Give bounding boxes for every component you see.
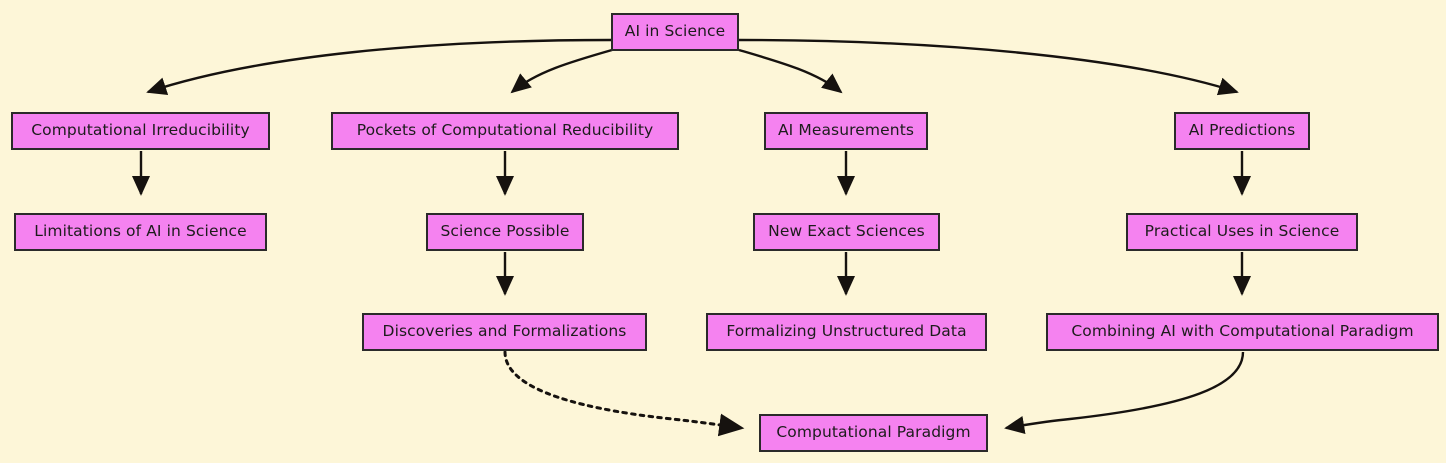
edge-discoveries-and-formalizations-to-computational-paradigm [503, 350, 745, 437]
edge-ai-in-science-to-ai-predictions [738, 38, 1239, 96]
node-label: AI in Science [624, 22, 726, 41]
node-label: Science Possible [440, 222, 570, 241]
node-label: Computational Irreducibility [31, 121, 250, 140]
node-computational-irreducibility[interactable]: Computational Irreducibility [11, 112, 270, 150]
node-combining-ai-with-computational-paradigm[interactable]: Combining AI with Computational Paradigm [1046, 313, 1439, 351]
node-label: New Exact Sciences [768, 222, 925, 241]
node-label: Practical Uses in Science [1144, 222, 1340, 241]
node-label: Limitations of AI in Science [34, 222, 247, 241]
node-pockets-of-computational-reducibility[interactable]: Pockets of Computational Reducibility [331, 112, 679, 150]
node-label: Combining AI with Computational Paradigm [1071, 322, 1414, 341]
node-label: Discoveries and Formalizations [382, 322, 627, 341]
node-label: Formalizing Unstructured Data [726, 322, 967, 341]
node-label: Computational Paradigm [776, 423, 971, 442]
node-new-exact-sciences[interactable]: New Exact Sciences [753, 213, 940, 251]
edge-combining-ai-with-computational-paradigm-to-computational-paradigm [1004, 351, 1245, 434]
node-discoveries-and-formalizations[interactable]: Discoveries and Formalizations [362, 313, 647, 351]
edge-ai-in-science-to-pockets-of-computational-reducibility [510, 48, 613, 94]
edge-ai-in-science-to-computational-irreducibility [146, 38, 612, 95]
node-label: AI Predictions [1188, 121, 1296, 140]
node-computational-paradigm[interactable]: Computational Paradigm [759, 414, 988, 452]
node-ai-measurements[interactable]: AI Measurements [764, 112, 928, 150]
node-science-possible[interactable]: Science Possible [426, 213, 584, 251]
node-formalizing-unstructured-data[interactable]: Formalizing Unstructured Data [706, 313, 987, 351]
node-practical-uses-in-science[interactable]: Practical Uses in Science [1126, 213, 1358, 251]
node-limitations-of-ai-in-science[interactable]: Limitations of AI in Science [14, 213, 267, 251]
node-ai-predictions[interactable]: AI Predictions [1174, 112, 1310, 150]
node-label: AI Measurements [777, 121, 915, 140]
node-ai-in-science[interactable]: AI in Science [611, 13, 739, 51]
edge-ai-in-science-to-ai-measurements [738, 48, 843, 94]
node-label: Pockets of Computational Reducibility [356, 121, 654, 140]
